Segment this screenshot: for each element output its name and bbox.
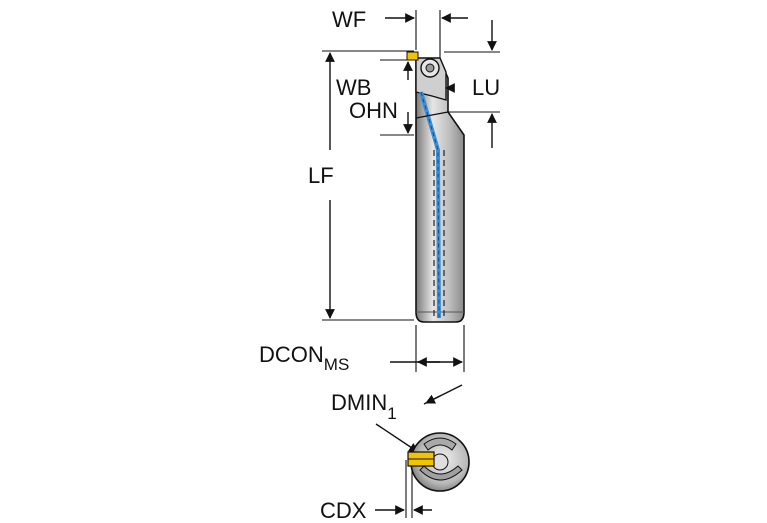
label-lf: LF bbox=[308, 163, 334, 188]
label-dmin: DMIN1 bbox=[331, 390, 397, 423]
label-lu: LU bbox=[472, 75, 500, 100]
label-wb: WB bbox=[336, 75, 371, 100]
label-dcon: DCONMS bbox=[259, 342, 349, 374]
tool-side-view bbox=[406, 51, 465, 323]
label-cdx: CDX bbox=[320, 498, 367, 523]
label-ohn: OHN bbox=[349, 98, 398, 123]
tool-end-view bbox=[407, 432, 470, 492]
coolant-channel bbox=[419, 91, 441, 319]
label-wf: WF bbox=[332, 7, 366, 32]
cutting-insert bbox=[406, 51, 419, 61]
